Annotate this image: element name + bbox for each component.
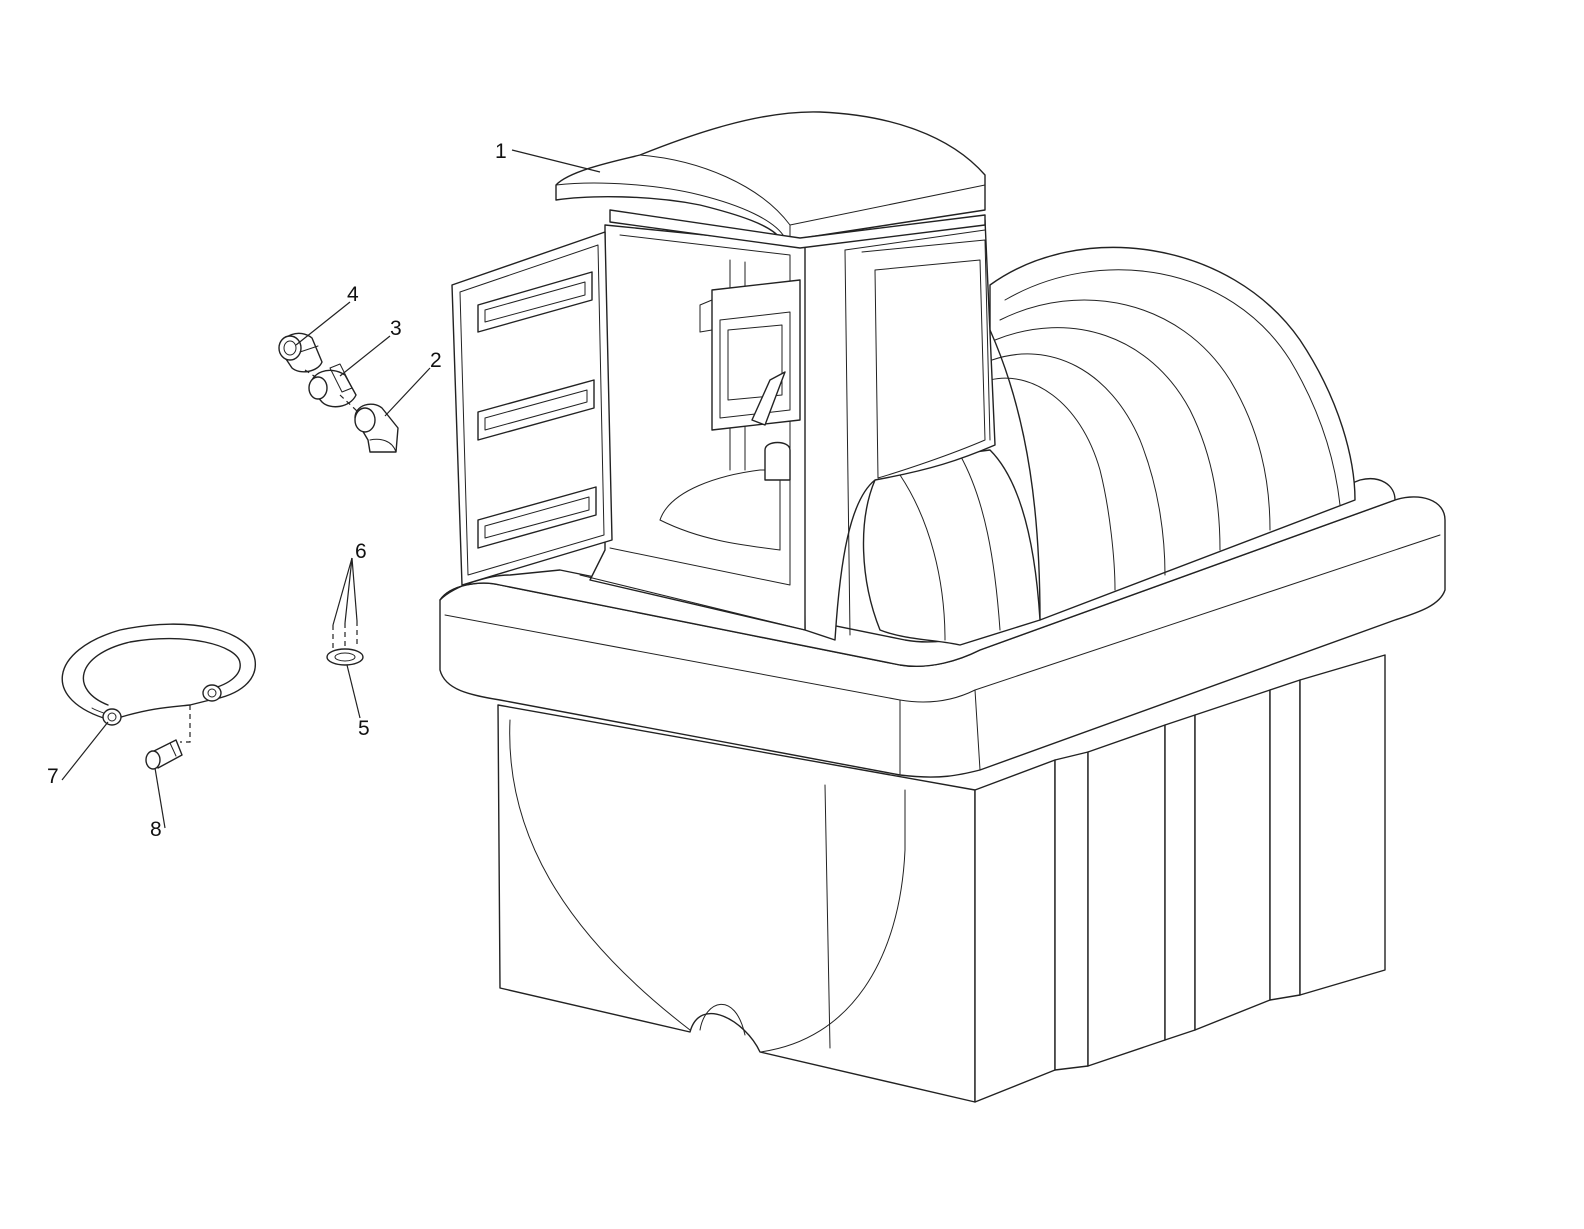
callout-7: 7 — [47, 765, 59, 788]
callout-6: 6 — [355, 540, 367, 563]
callout-1: 1 — [495, 140, 507, 163]
callout-8: 8 — [150, 818, 162, 841]
part-2-elbow — [339, 394, 399, 453]
part-7-hose — [61, 623, 256, 743]
callout-2: 2 — [430, 349, 442, 372]
leader-lines — [61, 149, 601, 829]
tank-rim — [439, 478, 1446, 778]
part-4-cap — [278, 332, 323, 373]
tank-dome — [862, 246, 1356, 646]
callout-3: 3 — [390, 317, 402, 340]
part-3-coupling — [304, 363, 357, 408]
callout-5: 5 — [358, 717, 370, 740]
dispenser-housing — [579, 219, 996, 641]
part-5-washer — [326, 621, 364, 666]
callout-labels: 1 2 3 4 5 6 7 8 — [47, 140, 507, 841]
tank-body — [497, 654, 1386, 1103]
callout-4: 4 — [347, 283, 359, 306]
part-8-fitting — [145, 739, 183, 770]
lid — [555, 111, 986, 249]
cabinet-door — [451, 231, 613, 586]
